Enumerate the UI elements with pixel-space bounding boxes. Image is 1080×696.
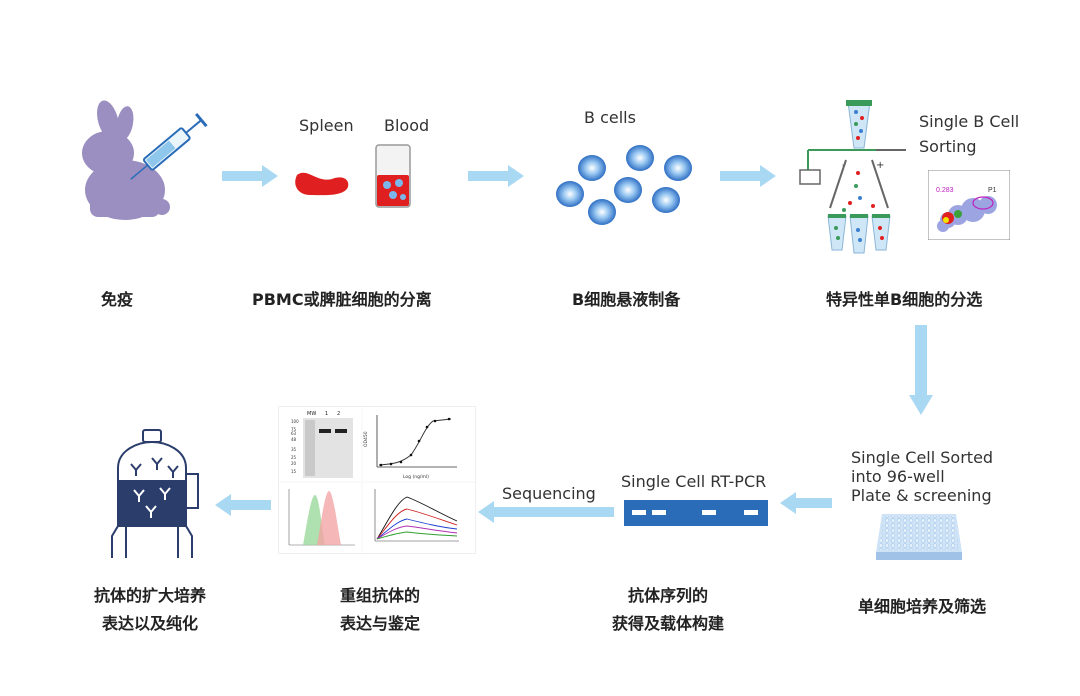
sequencing-caption: Sequencing — [502, 484, 596, 503]
step-label-b-cell-sorting: 特异性单B细胞的分选 — [826, 290, 983, 309]
step-label-recombinant-expression-line2: 表达与鉴定 — [339, 614, 420, 633]
elisa-ylabel: OD450 — [363, 431, 369, 447]
facs-plot: 0.283 P1 — [928, 170, 1010, 240]
blood-tube-icon — [375, 144, 411, 208]
gel-lane-label: MW — [307, 411, 316, 417]
gel-lane-label: 2 — [337, 411, 340, 417]
facs-value: 0.283 — [936, 187, 954, 194]
spleen-icon — [295, 172, 349, 196]
rt-pcr-caption: Single Cell RT-PCR — [621, 472, 767, 491]
step-label-recombinant-expression-line1: 重组抗体的 — [339, 586, 420, 605]
gel-marker: 63 — [291, 431, 297, 436]
gel-marker: 35 — [291, 447, 297, 452]
single-b-cell-caption: Single B Cell — [919, 112, 1020, 131]
facs-gate: P1 — [988, 187, 997, 194]
step-label-scale-up-line1: 抗体的扩大培养 — [93, 586, 206, 605]
single-cell-sorted-caption: Single Cell Sorted — [851, 448, 994, 467]
plate-screening-caption: Plate & screening — [851, 486, 992, 505]
flow-histogram — [279, 483, 361, 553]
western-blot-gel: MW 1 2 100 75 63 48 35 25 20 15 — [279, 407, 361, 481]
gel-marker: 20 — [291, 461, 297, 466]
characterization-panel: MW 1 2 100 75 63 48 35 25 20 15 OD450 Lo… — [278, 406, 476, 554]
blood-caption: Blood — [384, 116, 430, 135]
well-plate-icon — [876, 514, 962, 560]
arrow-left — [780, 492, 832, 514]
step-label-scale-up-line2: 表达以及纯化 — [101, 614, 198, 633]
elisa-curve-plot: OD450 Log (ng/ml) — [363, 407, 475, 481]
sorting-caption: Sorting — [919, 137, 977, 156]
elisa-xlabel: Log (ng/ml) — [403, 474, 429, 480]
rabbit-icon — [82, 100, 170, 220]
syringe-icon — [130, 112, 208, 180]
gel-marker: 25 — [291, 455, 297, 460]
gel-marker: 75 — [291, 427, 297, 432]
step-label-sequence-cloning-line1: 抗体序列的 — [627, 586, 708, 605]
gel-marker: 15 — [291, 469, 297, 474]
svg-text:+: + — [876, 160, 884, 171]
b-cells-caption: B cells — [584, 108, 636, 127]
step-label-sequence-cloning-line2: 获得及载体构建 — [611, 614, 724, 633]
b-cells-illustration — [556, 145, 692, 225]
arrow-left — [478, 501, 614, 523]
antibody-icon — [130, 457, 179, 518]
bioreactor-icon — [111, 429, 199, 558]
arrow-right — [720, 165, 776, 187]
step-label-b-cell-suspension: B细胞悬液制备 — [572, 290, 681, 309]
gel-lane-label: 1 — [325, 411, 328, 417]
step-label-pbmc-isolation: PBMC或脾脏细胞的分离 — [252, 290, 432, 309]
gel-marker: 100 — [291, 419, 299, 424]
step-label-immunization: 免疫 — [101, 290, 134, 309]
arrow-right — [468, 165, 524, 187]
arrow-down — [909, 325, 933, 415]
binding-kinetics-plot — [363, 483, 475, 553]
cell-sorter-illustration: - + — [799, 100, 906, 254]
arrow-right — [222, 165, 278, 187]
arrow-left — [215, 494, 271, 516]
step-label-single-cell-culture: 单细胞培养及筛选 — [858, 597, 987, 616]
rabbit-syringe-illustration — [82, 100, 208, 220]
gel-marker: 48 — [291, 437, 297, 442]
pcr-band-bar — [624, 500, 768, 526]
b-cell-icon — [556, 145, 692, 225]
spleen-caption: Spleen — [299, 116, 354, 135]
into-96-well-caption: into 96-well — [851, 467, 945, 486]
